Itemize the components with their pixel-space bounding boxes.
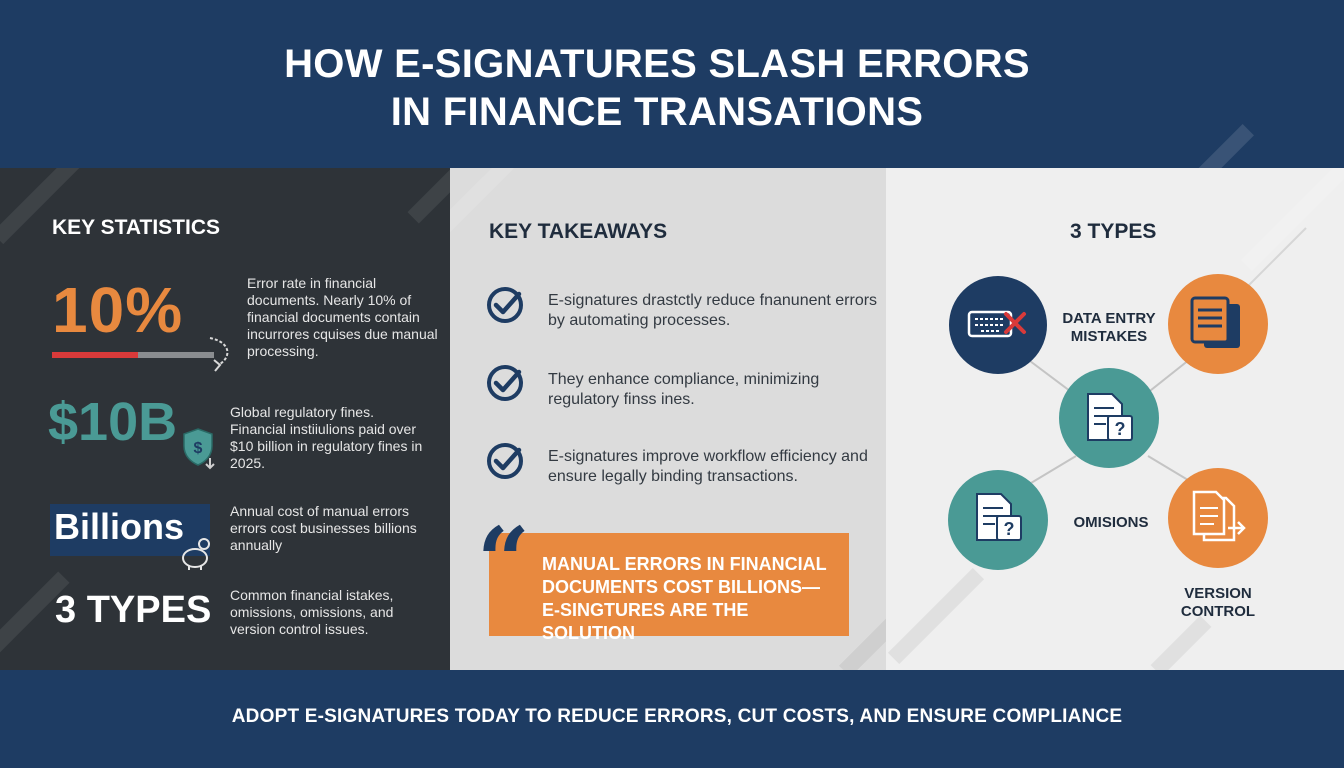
quote-text: MANUAL ERRORS IN FINANCIAL DOCUMENTS COS… [542,554,827,643]
page-title: HOW E-SIGNATURES SLASH ERRORS IN FINANCE… [284,42,1030,134]
svg-text:$: $ [194,440,203,457]
header: HOW E-SIGNATURES SLASH ERRORS IN FINANCE… [0,0,1344,192]
curved-arrow-icon [209,337,229,372]
omissions-label: OMISIONS [1073,514,1149,531]
key-takeaways-title: KEY TAKEAWAYS [489,220,668,243]
footer-banner: ADOPT E-SIGNATURES TODAY TO REDUCE ERROR… [0,670,1344,768]
takeaway-item: E-signatures improve workflow efficiency… [548,448,868,485]
quote-mark-icon: “ [477,507,530,615]
dollar-shield-icon: $ [183,428,215,470]
question-document-icon: ? [1087,393,1133,441]
version-control-label: VERSION CONTROL [1180,585,1256,620]
takeaway-item: They enhance compliance, minimizing regu… [548,371,820,408]
documents-icon [1190,296,1240,348]
question-document-icon: ? [976,493,1022,541]
copy-document-icon [1192,490,1246,542]
svg-text:?: ? [1004,519,1015,539]
stat-types-value: 3 TYPES [55,589,212,631]
check-circle-icon [487,287,523,323]
three-types-title: 3 TYPES [1070,220,1157,243]
stat-fines-value: $10B [48,392,178,452]
billions-highlight [50,504,210,556]
error-rate-progress-track [138,352,214,358]
svg-text:?: ? [1115,419,1126,439]
quote-callout: MANUAL ERRORS IN FINANCIAL DOCUMENTS COS… [489,533,849,643]
stat-annual-cost-value: Billions [54,506,185,547]
stat-error-rate-description: Error rate in financial documents. Nearl… [247,275,438,359]
call-to-action-text: ADOPT E-SIGNATURES TODAY TO REDUCE ERROR… [231,706,1123,727]
decorative-stripe [407,168,450,224]
stat-error-rate-value: 10% [52,274,184,346]
stat-types-description: Common financial istakes, omissions, omi… [230,587,394,637]
data-entry-label: DATA ENTRY MISTAKES [1062,310,1156,345]
key-statistics-panel [0,168,450,670]
stat-fines-description: Global regulatory fines. Financial insti… [230,404,423,471]
stat-annual-cost-description: Annual cost of manual errors errors cost… [230,503,417,553]
check-circle-icon [487,443,523,479]
keyboard-error-icon [967,310,1026,338]
takeaway-item: E-signatures drastctly reduce fnanunent … [548,292,878,329]
piggy-bank-icon [182,538,210,570]
error-rate-progress-fill [52,352,138,358]
check-circle-icon [487,365,523,401]
key-statistics-title: KEY STATISTICS [52,216,221,239]
